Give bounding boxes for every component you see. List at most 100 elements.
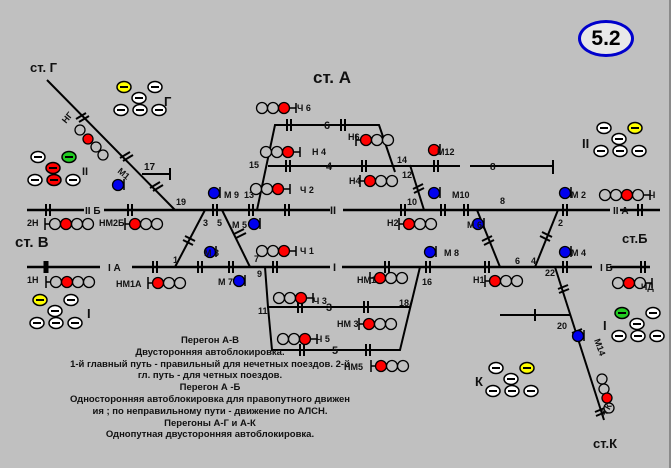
signal-label-ch2: Ч 2 — [300, 185, 314, 195]
off-lamp — [510, 274, 524, 288]
signal-n4 — [359, 174, 399, 188]
signal-label-n4: Н4 — [349, 176, 361, 186]
signal-ch4 — [259, 145, 301, 159]
shunting-signal-m8 — [423, 245, 437, 259]
track-label-2a: II А — [613, 206, 629, 217]
blue-lamp — [423, 245, 437, 259]
switch-19: 19 — [176, 197, 186, 207]
signal-label-m5: М 5 — [232, 220, 247, 230]
signal-1n — [45, 275, 96, 289]
red-lamp — [60, 275, 74, 289]
switch-3: 3 — [203, 218, 208, 228]
track-5 — [267, 266, 421, 351]
off-lamp — [603, 402, 615, 414]
red-lamp — [59, 217, 73, 231]
signal-nm5 — [370, 359, 410, 373]
note-line: Однопутная двусторонняя автоблокировка. — [105, 429, 315, 441]
shunting-signal-m5 — [247, 217, 261, 231]
signal-label-2n: 2Н — [27, 218, 39, 228]
signal-label-nm2b: НМ2Б — [99, 218, 125, 228]
switch-16: 16 — [422, 277, 432, 287]
route-indicators — [27, 80, 665, 398]
signal-label-chd: ЧД — [641, 282, 654, 292]
red-lamp — [359, 133, 373, 147]
red-lamp — [402, 217, 416, 231]
off-lamp — [49, 275, 63, 289]
route-indicator-1-right — [611, 306, 665, 343]
switch-4: 4 — [531, 256, 536, 266]
red-lamp — [601, 392, 613, 404]
signal-label-1n: 1Н — [27, 275, 39, 285]
switch-11: 11 — [258, 306, 268, 316]
route-label-1-right: I — [603, 318, 607, 333]
track-label-6: 6 — [324, 120, 330, 132]
red-lamp — [373, 271, 387, 285]
red-lamp — [271, 182, 285, 196]
off-lamp — [81, 217, 95, 231]
off-lamp — [260, 182, 274, 196]
note-line: Перегон А -Б — [179, 382, 241, 394]
signal-label-ch5: Ч 5 — [316, 334, 330, 344]
signal-n2 — [398, 217, 438, 231]
signal-label-m9: М 9 — [224, 190, 239, 200]
off-lamp — [384, 271, 398, 285]
switch-8: 8 — [500, 196, 505, 206]
switch-6: 6 — [515, 256, 520, 266]
off-lamp — [71, 275, 85, 289]
shunting-signal-m1 — [111, 178, 125, 192]
blue-lamp — [111, 178, 125, 192]
red-lamp — [151, 276, 165, 290]
switch-13: 13 — [244, 190, 254, 200]
signal-label-h1: Н1 — [473, 275, 485, 285]
switch-15: 15 — [249, 160, 259, 170]
route-indicator-2-right — [593, 121, 647, 158]
route-indicator-k — [485, 361, 539, 398]
off-lamp — [74, 124, 86, 136]
off-lamp — [255, 101, 269, 115]
crossover-5-7 — [221, 209, 251, 268]
red-lamp — [277, 101, 291, 115]
signal-label-n2: Н2 — [387, 218, 399, 228]
off-lamp — [150, 217, 164, 231]
off-lamp — [272, 291, 286, 305]
signal-ch2 — [249, 182, 291, 196]
off-lamp — [385, 359, 399, 373]
note-line: ия ; по неправильному пути - движение по… — [92, 405, 328, 417]
track-label-1b: I Б — [600, 263, 613, 274]
signal-n6 — [355, 133, 395, 147]
signal-h1 — [484, 274, 524, 288]
off-lamp — [162, 276, 176, 290]
red-lamp — [488, 274, 502, 288]
red-lamp — [363, 174, 377, 188]
signal-chd — [611, 276, 653, 290]
signal-2n — [44, 217, 95, 231]
blue-lamp — [571, 329, 585, 343]
red-lamp — [362, 317, 376, 331]
signal-label-m7: М 7 — [218, 277, 233, 287]
signal-label-nm1: НМ1 — [357, 275, 376, 285]
signal-nm3 — [358, 317, 398, 331]
track-label-17: 17 — [144, 162, 156, 173]
station-g-label: ст. Г — [30, 60, 58, 75]
signal-label-ch: Ч — [649, 190, 655, 200]
diagram-number-badge: 5.2 — [578, 20, 634, 57]
signal-label-ch3: Ч 3 — [313, 296, 327, 306]
red-lamp — [622, 276, 636, 290]
track-label-4: 4 — [326, 161, 333, 173]
shunting-signal-m6 — [471, 217, 485, 231]
switch-1: 1 — [173, 255, 178, 265]
switch-22: 22 — [545, 268, 555, 278]
off-lamp — [370, 133, 384, 147]
signal-label-ch1: Ч 1 — [300, 246, 314, 256]
route-indicator-2-left — [27, 150, 81, 187]
track-label-2: II — [330, 205, 336, 217]
off-lamp — [139, 217, 153, 231]
signal-label-ch6: Ч 6 — [297, 103, 311, 113]
signal-ch3 — [272, 291, 314, 305]
off-lamp — [97, 149, 109, 161]
red-lamp — [82, 133, 94, 145]
off-lamp — [633, 276, 647, 290]
note-line: гл. путь - для четных поездов. — [137, 370, 283, 382]
route-label-2-left: II — [82, 166, 88, 178]
signal-label-nm3: НМ 3 — [337, 319, 359, 329]
